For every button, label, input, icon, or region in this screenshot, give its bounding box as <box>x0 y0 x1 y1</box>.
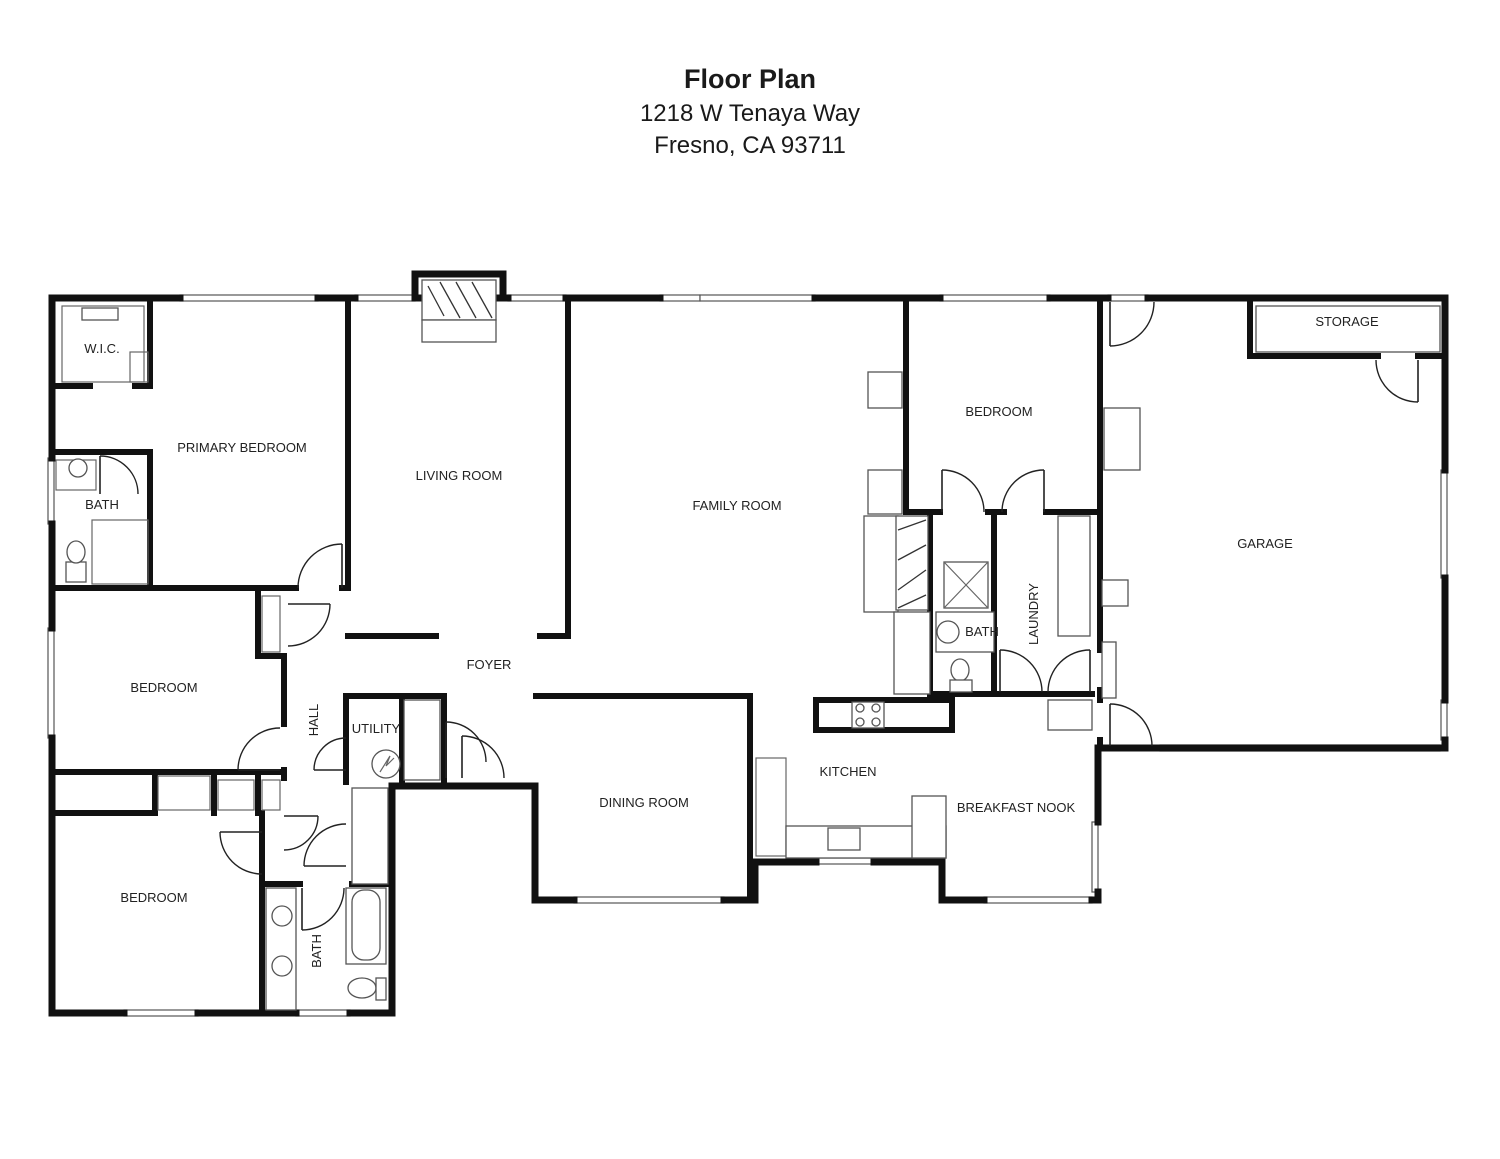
address-city: Fresno, CA 93711 <box>654 132 846 159</box>
label-bedroom-ne: BEDROOM <box>965 404 1032 419</box>
label-bedroom-sw: BEDROOM <box>120 890 187 905</box>
fireplace-family <box>897 519 927 609</box>
fireplace-living <box>421 279 497 343</box>
label-kitchen: KITCHEN <box>819 764 876 779</box>
exterior-walls <box>48 270 1449 1017</box>
doors <box>99 301 1419 931</box>
label-bedroom-w: BEDROOM <box>130 680 197 695</box>
label-utility: UTILITY <box>352 721 401 736</box>
label-primary-bath: BATH <box>85 497 119 512</box>
label-dining-room: DINING ROOM <box>599 795 689 810</box>
label-garage: GARAGE <box>1237 536 1293 551</box>
plan-title: Floor Plan <box>683 64 816 94</box>
address-street: 1218 W Tenaya Way <box>639 100 861 127</box>
label-foyer: FOYER <box>467 657 512 672</box>
label-living-room: LIVING ROOM <box>416 468 503 483</box>
label-breakfast-nook: BREAKFAST NOOK <box>957 800 1076 815</box>
label-hall: HALL <box>306 704 321 737</box>
label-wic: W.I.C. <box>84 341 119 356</box>
interior-walls <box>52 299 1448 1013</box>
label-bath-center: BATH <box>965 624 999 639</box>
label-storage: STORAGE <box>1315 314 1379 329</box>
label-laundry: LAUNDRY <box>1026 583 1041 645</box>
label-bath-sw: BATH <box>309 934 324 968</box>
interior-details <box>55 305 1441 1011</box>
plumbing-fixtures <box>65 458 973 1001</box>
shower-center <box>943 561 989 609</box>
label-family-room: FAMILY ROOM <box>692 498 781 513</box>
label-primary-bedroom: PRIMARY BEDROOM <box>177 440 307 455</box>
room-labels: W.I.C. PRIMARY BEDROOM BATH LIVING ROOM … <box>84 314 1379 968</box>
